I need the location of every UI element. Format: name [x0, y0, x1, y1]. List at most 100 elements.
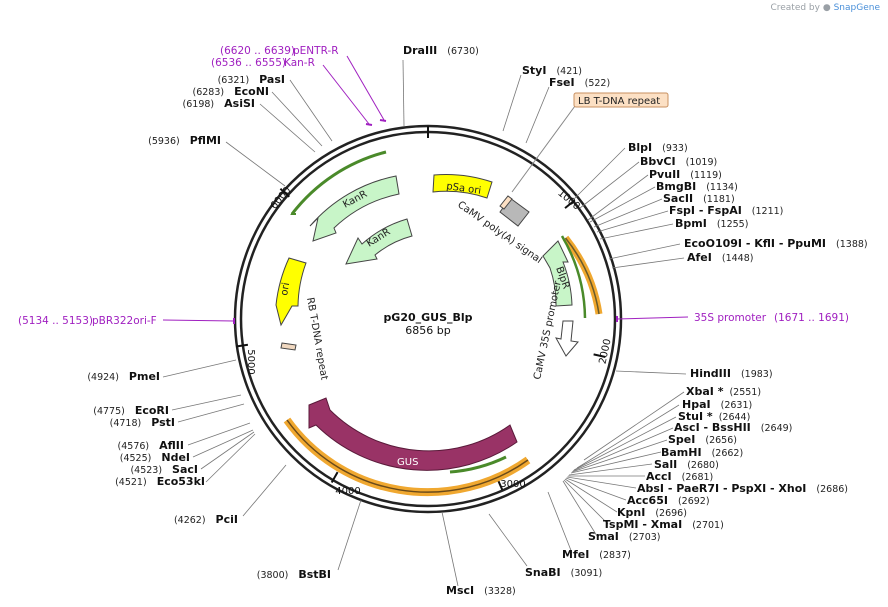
site-bpmi[interactable]: BpmI(1255): [675, 217, 748, 230]
primer-pentr-r-mark: [379, 119, 387, 122]
primer-kan-r-pos: (6536 .. 6555): [211, 57, 286, 69]
leader-msci: [441, 511, 459, 587]
site-styi-name: StyI: [522, 64, 546, 77]
site-eco53ki[interactable]: (4521)Eco53kI: [115, 475, 205, 488]
site-pvuii[interactable]: PvuII(1119): [649, 168, 722, 181]
ori-arrow[interactable]: [275, 257, 307, 327]
site-ecori[interactable]: (4775)EcoRI: [93, 404, 169, 417]
site-psti-name: PstI: [151, 416, 175, 429]
site-absi[interactable]: AbsI - PaeR7I - PspXI - XhoI(2686): [637, 482, 848, 495]
site-sacii-pos: (1181): [703, 194, 735, 205]
site-pflmi-name: PflMI: [190, 134, 221, 147]
site-eco0109i[interactable]: EcoO109I - KflI - PpuMI(1388): [684, 237, 868, 250]
site-styi[interactable]: StyI(421): [522, 64, 582, 77]
tick-label-3000: 3000: [500, 479, 525, 490]
lb-repeat-box[interactable]: [499, 195, 513, 210]
site-acci[interactable]: AccI(2681): [646, 470, 713, 483]
site-mfei-pos: (2837): [599, 550, 631, 561]
leader-bbvci: [579, 161, 640, 209]
site-bamhi[interactable]: BamHI(2662): [661, 446, 743, 459]
features: [275, 174, 579, 471]
site-bbvci[interactable]: BbvCI(1019): [640, 155, 717, 168]
site-bstbi-name: BstBI: [298, 568, 331, 581]
site-absi-name: AbsI - PaeR7I - PspXI - XhoI: [637, 482, 806, 495]
leader-pasi: [289, 79, 333, 142]
site-snabi[interactable]: SnaBI(3091): [525, 566, 602, 579]
polya-label: CaMV poly(A) signal: [455, 199, 543, 266]
site-blpi[interactable]: BlpI(933): [628, 141, 688, 154]
leader-sali: [568, 463, 653, 476]
kanr-outer-arrow[interactable]: [309, 175, 400, 242]
site-kpni[interactable]: KpnI(2696): [617, 506, 687, 519]
site-psti[interactable]: (4718)PstI: [110, 416, 175, 429]
site-pasi[interactable]: (6321)PasI: [218, 73, 285, 86]
site-smai[interactable]: SmaI(2703): [588, 530, 661, 543]
site-msci-pos: (3328): [484, 586, 516, 597]
leader-draiii: [402, 59, 405, 127]
site-msci[interactable]: MscI(3328): [446, 584, 516, 597]
site-pmei[interactable]: (4924)PmeI: [87, 370, 160, 383]
site-stui[interactable]: StuI *(2644): [678, 410, 750, 423]
site-tspmi[interactable]: TspMI - XmaI(2701): [603, 518, 724, 531]
site-sali-pos: (2680): [687, 460, 719, 471]
site-acc65i-name: Acc65I: [627, 494, 668, 507]
site-aflii[interactable]: (4576)AflII: [118, 439, 184, 452]
tick-4000: [330, 471, 339, 483]
site-sacii[interactable]: SacII (1181): [663, 192, 735, 205]
site-fspi[interactable]: FspI - FspAI(1211): [669, 204, 783, 217]
site-draiii[interactable]: DraIII(6730): [403, 44, 479, 57]
site-spei[interactable]: SpeI(2656): [668, 433, 737, 446]
site-labels-right: DraIII(6730) StyI(421) FseI(522) BlpI(93…: [403, 44, 868, 597]
site-asci-pos: (2649): [761, 423, 793, 434]
site-bamhi-name: BamHI: [661, 446, 702, 459]
site-bstbi[interactable]: (3800)BstBI: [257, 568, 331, 581]
site-afei-name: AfeI: [687, 251, 712, 264]
rb-repeat-box[interactable]: [280, 342, 297, 351]
site-afei[interactable]: AfeI(1448): [687, 251, 753, 264]
site-asisi[interactable]: (6198)AsiSI: [183, 97, 255, 110]
site-ndei[interactable]: (4525)NdeI: [120, 451, 190, 464]
site-pcii[interactable]: (4262)PciI: [174, 513, 238, 526]
leader-eco53ki: [205, 433, 256, 483]
primer-pbr322-leader: [162, 319, 235, 322]
site-acc65i-pos: (2692): [678, 496, 710, 507]
site-bmgbi[interactable]: BmgBI(1134): [656, 180, 738, 193]
promoter-35s-arrow[interactable]: [555, 320, 579, 357]
leader-absi: [566, 476, 637, 489]
site-mfei[interactable]: MfeI(2837): [562, 548, 631, 561]
blpr-arrow[interactable]: [542, 240, 573, 307]
gus-label: GUS: [397, 457, 418, 468]
site-pflmi[interactable]: (5936)PflMI: [148, 134, 221, 147]
kanr-inner-arrow[interactable]: [345, 218, 413, 265]
site-kpni-pos: (2696): [655, 508, 687, 519]
site-saci[interactable]: (4523)SacI: [130, 463, 198, 476]
site-sali[interactable]: SalI(2680): [654, 458, 719, 471]
site-sacii-name: SacII: [663, 192, 693, 205]
site-bbvci-name: BbvCI: [640, 155, 676, 168]
site-ndei-name: NdeI: [161, 451, 190, 464]
site-econi[interactable]: (6283)EcoNI: [193, 85, 269, 98]
lb-repeat-label: LB T-DNA repeat: [578, 96, 660, 107]
orf-gus-line: [286, 419, 529, 493]
site-acc65i[interactable]: Acc65I (2692): [627, 494, 710, 507]
site-spei-pos: (2656): [705, 435, 737, 446]
site-xbai-name: XbaI *: [686, 385, 724, 398]
site-fsei[interactable]: FseI(522): [549, 76, 610, 89]
site-labels-left: (3800)BstBI (4262)PciI (4521)Eco53kI (45…: [87, 73, 331, 581]
site-hindiii[interactable]: HindIII(1983): [690, 367, 773, 380]
leader-psti: [177, 403, 245, 423]
site-bmgbi-name: BmgBI: [656, 180, 696, 193]
leader-blpi: [572, 147, 626, 201]
site-hpai[interactable]: HpaI(2631): [682, 398, 752, 411]
site-pasi-pos: (6321): [218, 75, 250, 86]
site-asci[interactable]: AscI - BssHII(2649): [674, 421, 792, 434]
gus-arrow[interactable]: [308, 397, 518, 471]
site-xbai[interactable]: XbaI *(2551): [686, 385, 761, 398]
lb-repeat-callout: LB T-DNA repeat: [511, 92, 669, 193]
lb-repeat-badge[interactable]: [573, 92, 669, 108]
psa-ori-box[interactable]: [432, 174, 493, 199]
primer-pentr-r-pos: (6620 .. 6639): [220, 45, 295, 57]
leader-afei: [611, 257, 685, 269]
primer-pbr322-name: pBR322ori-F: [92, 315, 157, 327]
leader-bpmi: [599, 223, 674, 240]
